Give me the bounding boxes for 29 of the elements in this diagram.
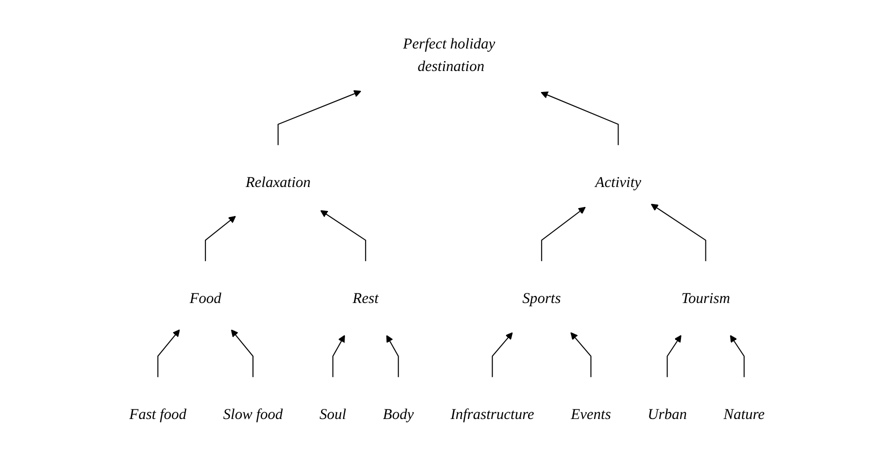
arrow xyxy=(204,216,236,262)
arrow xyxy=(278,90,362,146)
arrow xyxy=(492,332,513,378)
node-text: Fast food xyxy=(129,405,186,422)
arrow xyxy=(386,335,399,378)
arrow xyxy=(541,206,586,262)
node-text: Urban xyxy=(648,405,687,422)
node-text: Events xyxy=(570,405,611,422)
node-text: Rest xyxy=(352,289,379,306)
node-text: Soul xyxy=(320,405,346,422)
arrow xyxy=(230,329,254,378)
node-text: Activity xyxy=(595,174,642,190)
node-text: Nature xyxy=(724,405,765,422)
node-text: Relaxation xyxy=(246,174,311,190)
arrow xyxy=(332,335,345,378)
node-text: Perfect holiday destination xyxy=(403,35,496,74)
node-text: Sports xyxy=(522,289,561,306)
node-text: Food xyxy=(190,289,222,306)
arrow xyxy=(730,335,745,378)
arrow xyxy=(650,204,706,262)
arrow xyxy=(570,332,592,378)
node-text: Tourism xyxy=(681,289,730,306)
arrow xyxy=(320,210,366,262)
node-text: Body xyxy=(382,405,414,422)
node-text: Slow food xyxy=(223,405,283,422)
arrow xyxy=(666,335,682,378)
node-text: Infrastructure xyxy=(450,405,534,422)
arrow xyxy=(540,92,619,146)
arrow xyxy=(157,329,180,378)
